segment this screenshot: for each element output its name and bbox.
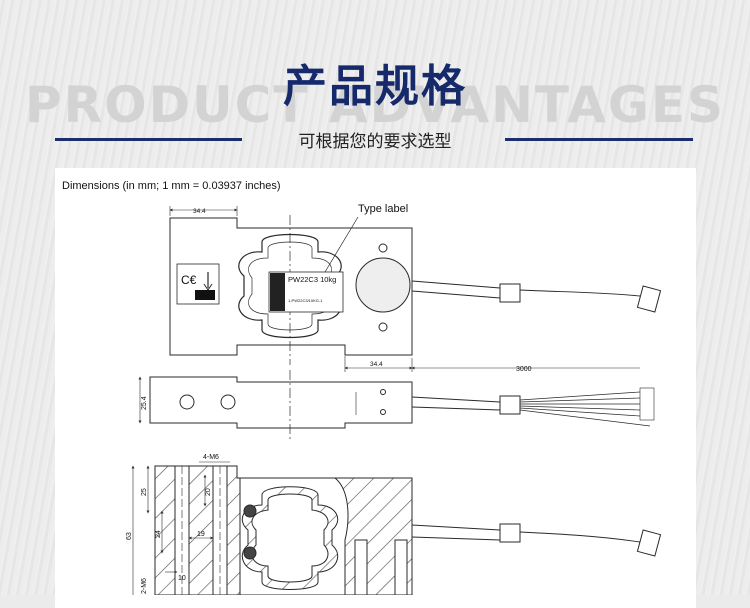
top-view: C€ PW22C3 10kg 1-PW22C3/10KG-1 bbox=[169, 206, 662, 372]
dim-cable-length: 3000 bbox=[516, 366, 532, 373]
dim-19: 19 bbox=[197, 531, 205, 538]
title-rule-left bbox=[55, 138, 242, 141]
svg-text:C€: C€ bbox=[181, 273, 197, 287]
dim-top-width: 34.4 bbox=[193, 208, 206, 215]
dim-side-height: 25.4 bbox=[141, 396, 148, 410]
type-label-callout: Type label bbox=[358, 203, 408, 215]
dim-63: 63 bbox=[126, 532, 133, 540]
dim-thread-top: 4-M6 bbox=[203, 454, 219, 461]
dim-thread-bottom: 2-M6 bbox=[141, 578, 148, 594]
section-view bbox=[131, 461, 662, 595]
dimensions-note: Dimensions (in mm; 1 mm = 0.03937 inches… bbox=[62, 180, 281, 192]
dim-24: 24 bbox=[155, 530, 162, 538]
side-view bbox=[138, 370, 655, 440]
technical-drawing: C€ PW22C3 10kg 1-PW22C3/10KG-1 Type labe… bbox=[126, 203, 662, 595]
label-serial-text: 1-PW22C3/10KG-1 bbox=[288, 298, 323, 303]
section-subtitle: 可根据您的要求选型 bbox=[298, 132, 452, 152]
section-title: 产品规格 bbox=[283, 61, 467, 112]
watermark-text: PRODUCT ADVANTAGES bbox=[24, 76, 726, 134]
dim-right-offset: 34.4 bbox=[370, 361, 383, 368]
label-model-text: PW22C3 10kg bbox=[288, 275, 336, 284]
dim-20: 20 bbox=[205, 488, 212, 496]
title-rule-right bbox=[505, 138, 693, 141]
dim-10: 10 bbox=[178, 575, 186, 582]
dim-25: 25 bbox=[141, 488, 148, 496]
